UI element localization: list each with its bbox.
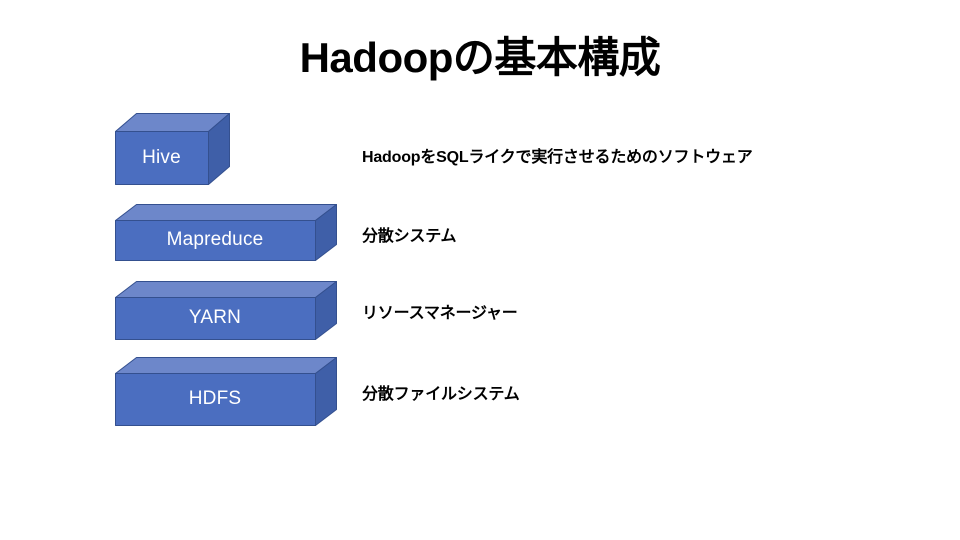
- box-shape-hive: [115, 113, 230, 185]
- box-shape-mapreduce: [115, 204, 337, 261]
- box-top-face-mapreduce: [115, 204, 337, 221]
- box-hdfs[interactable]: HDFS: [115, 357, 337, 426]
- box-mapreduce[interactable]: Mapreduce: [115, 204, 337, 261]
- box-shape-yarn: [115, 281, 337, 340]
- box-top-face-yarn: [115, 281, 337, 298]
- box-shape-hdfs: [115, 357, 337, 426]
- description-mapreduce: 分散システム: [362, 228, 457, 245]
- description-yarn: リソースマネージャー: [362, 305, 518, 322]
- page-title: Hadoopの基本構成: [299, 34, 661, 81]
- box-front-face-yarn: [115, 297, 316, 340]
- box-front-face-hive: [115, 131, 209, 185]
- box-front-face-hdfs: [115, 373, 316, 426]
- description-hive: HadoopをSQLライクで実行させるためのソフトウェア: [362, 149, 753, 166]
- box-yarn[interactable]: YARN: [115, 281, 337, 340]
- box-front-face-mapreduce: [115, 220, 316, 261]
- box-hive[interactable]: Hive: [115, 113, 230, 185]
- description-hdfs: 分散ファイルシステム: [362, 386, 520, 403]
- box-top-face-hdfs: [115, 357, 337, 374]
